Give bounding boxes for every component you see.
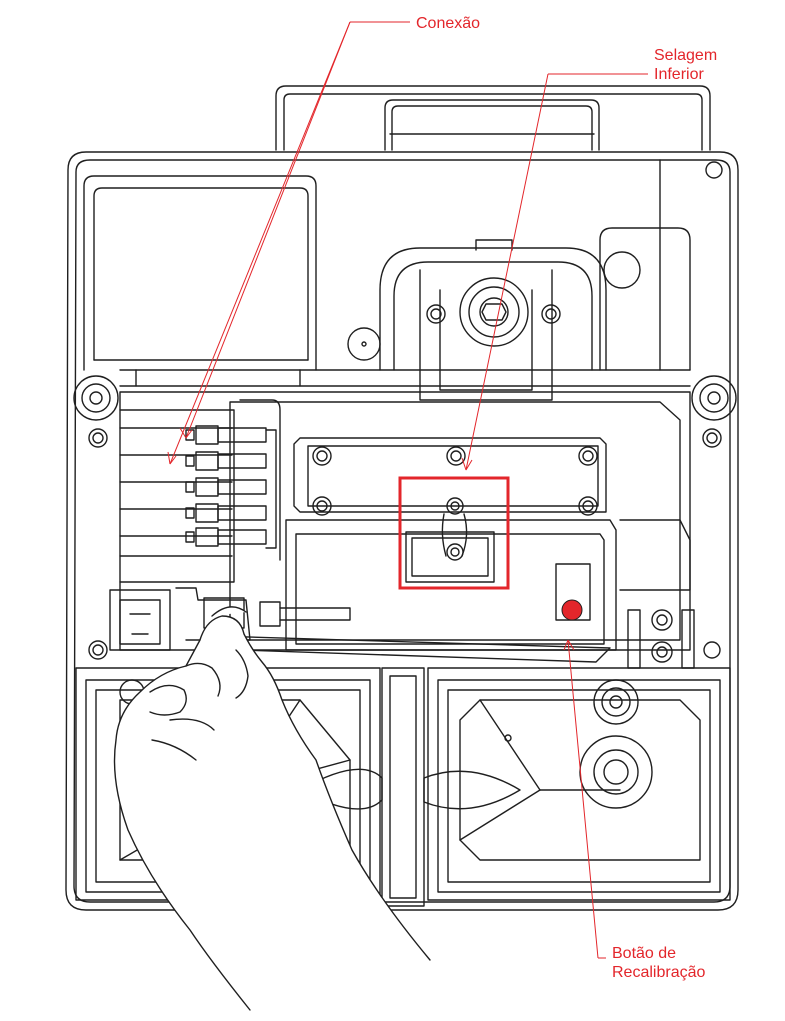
connector-plug <box>185 527 267 547</box>
corner-screws <box>73 375 737 660</box>
connector-plug <box>185 477 267 497</box>
center-divider <box>299 667 521 907</box>
connection-callout-text: Conexão <box>416 15 481 32</box>
divider-strips <box>119 369 691 387</box>
recalibration-leader-line <box>563 639 606 959</box>
connector-plug <box>185 503 267 523</box>
hand-drawing <box>113 606 431 1011</box>
inner-plate <box>119 391 691 651</box>
recalibration-button-callout-label: Botão de Recalibração <box>612 944 705 982</box>
upper-right-panel <box>599 159 723 371</box>
power-switch <box>109 587 611 663</box>
lower-seal-highlight <box>398 476 510 590</box>
connector-plug <box>185 425 267 445</box>
lower-seal-leader-line <box>461 73 648 471</box>
lower-right-tray <box>427 667 731 901</box>
lower-seal-callout-label: Selagem Inferior <box>654 46 717 84</box>
connection-leader-lines <box>167 21 410 465</box>
lower-seal-part <box>405 497 495 583</box>
recalibration-callout-line-1: Botão de <box>612 945 677 962</box>
upper-left-panel <box>83 175 317 371</box>
connection-callout-label: Conexão <box>416 14 480 33</box>
connector-plug <box>185 451 267 471</box>
lower-seal-callout-line-2: Inferior <box>654 66 704 83</box>
connector-block <box>119 399 281 583</box>
top-bracket <box>347 239 607 401</box>
recalibration-callout-line-2: Recalibração <box>612 964 706 981</box>
top-handle <box>275 85 711 151</box>
recalibration-button-dot <box>561 599 583 621</box>
lower-seal-callout-line-1: Selagem <box>654 47 718 64</box>
